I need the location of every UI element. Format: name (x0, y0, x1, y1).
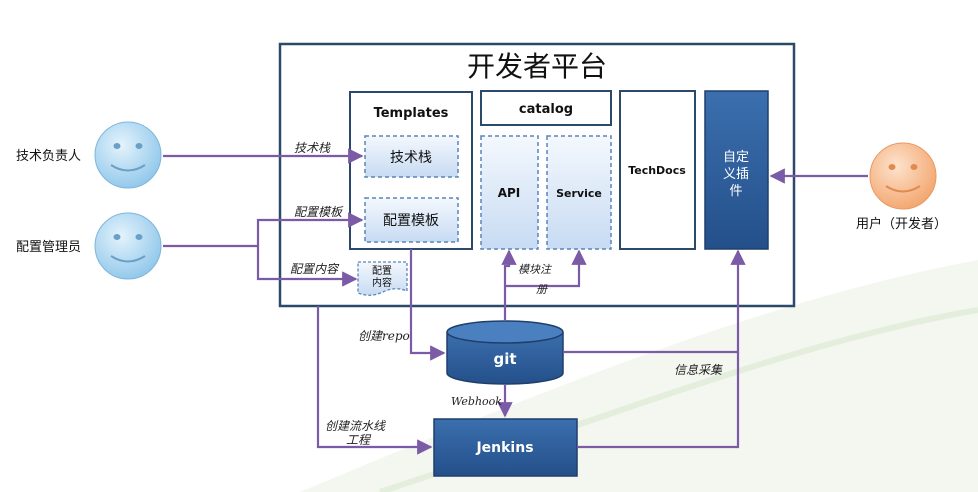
arrow-config-content (256, 246, 358, 287)
edge-label-module-register-2: 册 (536, 283, 548, 296)
config-template-label: 配置模板 (383, 213, 439, 229)
service-box[interactable] (546, 135, 612, 250)
arrow-create-pipeline (316, 306, 433, 455)
arrow-info-collect-jenkins (577, 352, 740, 449)
edge-label-tech-stack: 技术栈 (294, 141, 331, 155)
edge-label-create-pipeline-1: 创建流水线 (325, 419, 386, 433)
user-dev-face-icon (869, 142, 937, 210)
tech-stack-label: 技术栈 (390, 150, 432, 166)
edge-label-webhook: Webhook (451, 395, 502, 408)
edge-label-info-collect: 信息采集 (674, 363, 723, 377)
techdocs-label: TechDocs (628, 164, 686, 177)
arrow-create-repo (409, 249, 446, 361)
edge-label-create-pipeline-2: 工程 (346, 433, 372, 447)
catalog-title: catalog (519, 102, 573, 117)
api-box[interactable] (480, 135, 539, 250)
api-label: API (498, 186, 521, 200)
git-label: git (493, 350, 516, 368)
arrow-module-register-service (505, 249, 587, 288)
config-content-doc[interactable] (357, 261, 408, 296)
edge-label-config-template: 配置模板 (294, 205, 344, 219)
arrow-config-template (163, 212, 364, 248)
platform-title: 开发者平台 (467, 50, 607, 83)
config-content-line-2: 内容 (372, 276, 392, 289)
edge-label-create-repo: 创建repo (358, 329, 410, 343)
custom-plugin-box[interactable] (704, 90, 769, 250)
templates-title: Templates (374, 106, 449, 121)
config-template-box[interactable] (364, 197, 459, 243)
jenkins-label: Jenkins (475, 440, 533, 456)
tech-stack-box[interactable] (364, 135, 459, 178)
custom-plugin-line-2: 义插 (723, 167, 749, 182)
config-admin-face-icon (94, 212, 162, 280)
user-dev-label: 用户（开发者） (856, 216, 947, 232)
edge-label-config-content: 配置内容 (290, 262, 340, 276)
catalog-box[interactable] (480, 90, 612, 126)
custom-plugin-line-1: 自定 (723, 150, 749, 165)
config-admin-label: 配置管理员 (16, 240, 81, 255)
custom-plugin-line-3: 件 (729, 184, 742, 199)
tech-lead-face-icon (94, 121, 162, 189)
jenkins-box[interactable] (433, 418, 578, 477)
git-cylinder[interactable] (446, 320, 564, 385)
techdocs-box[interactable] (619, 90, 696, 250)
edge-label-module-register-1: 模块注 (518, 263, 553, 276)
service-label: Service (556, 187, 602, 200)
config-content-line-1: 配置 (372, 265, 392, 277)
tech-lead-label: 技术负责人 (16, 149, 81, 164)
arrow-module-register-api (501, 249, 517, 320)
